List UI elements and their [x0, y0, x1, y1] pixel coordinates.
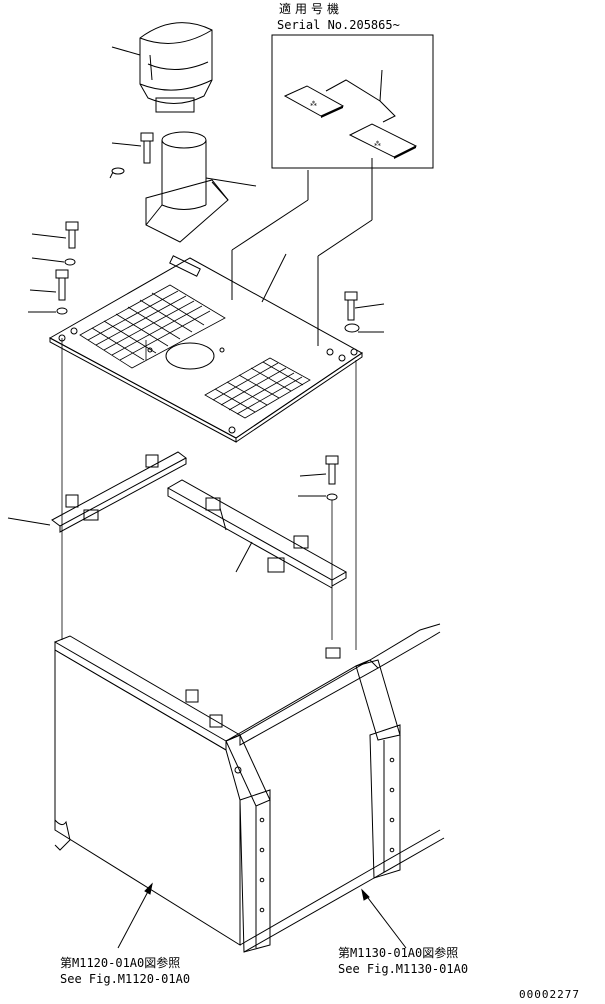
bolt-4: [344, 291, 385, 321]
support-frame: [53, 623, 445, 953]
washer-2: [31, 257, 76, 266]
bolt-3: [29, 269, 69, 301]
left-bracket: [7, 451, 187, 533]
right-bracket: [166, 479, 348, 589]
top-cover-plate: [48, 158, 373, 443]
serial-number: Serial No.205865~: [277, 18, 400, 32]
drawing-number: 00002277: [519, 988, 580, 1001]
reference-1-jp: 第M1120-01A0図参照: [60, 956, 181, 970]
alignment-lines: [61, 338, 357, 650]
intake-pipe: [145, 131, 257, 243]
reference-2-en: See Fig.M1130-01A0: [338, 962, 469, 976]
reference-2-jp: 第M1130-01A0図参照: [338, 946, 459, 960]
reference-leader-1: [117, 882, 153, 949]
svg-text:⁂: ⁂: [374, 140, 381, 148]
washer-1: [109, 167, 125, 179]
serial-box-title: 適用号機: [279, 2, 344, 16]
bolt-5: [299, 455, 339, 485]
air-cleaner-cap: [111, 22, 213, 113]
reference-leader-2: [361, 888, 407, 949]
serial-inset-box: ⁂ ⁂: [271, 34, 434, 169]
washer-3: [28, 307, 68, 315]
bolt-2: [31, 221, 79, 249]
washer-5: [298, 493, 338, 501]
reference-1-en: See Fig.M1120-01A0: [60, 972, 191, 986]
bolt-1: [111, 132, 154, 164]
svg-text:⁂: ⁂: [310, 100, 317, 108]
washer-4: [344, 323, 384, 333]
